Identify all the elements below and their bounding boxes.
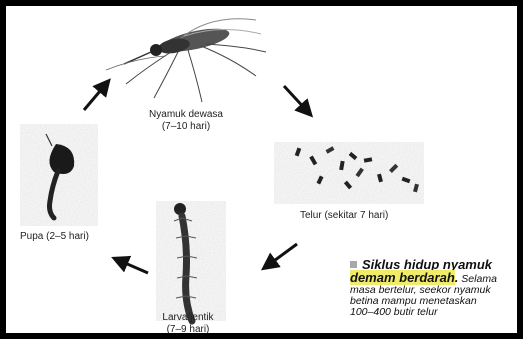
figure-caption: Siklus hidup nyamuk demam berdarah. Sela…	[350, 258, 517, 318]
egg-label: Telur (sekitar 7 hari)	[300, 210, 388, 222]
arrow-egg-to-larva	[267, 244, 297, 266]
caption-title-highlight: demam berdarah	[350, 270, 455, 285]
pupa-image	[20, 124, 98, 226]
larva-image	[156, 201, 226, 321]
adult-mosquito-image	[106, 19, 266, 102]
adult-duration: (7–10 hari)	[138, 121, 234, 133]
larva-label: Larva/jentik (7–9 hari)	[148, 312, 228, 333]
adult-name: Nyamuk dewasa	[138, 109, 234, 121]
arrow-larva-to-pupa	[118, 260, 148, 273]
larva-duration: (7–9 hari)	[148, 324, 228, 333]
figure-frame: Nyamuk dewasa (7–10 hari) Telur (sekitar…	[6, 6, 517, 333]
larva-name: Larva/jentik	[148, 312, 228, 324]
pupa-label: Pupa (2–5 hari)	[20, 231, 89, 243]
square-bullet-icon	[350, 261, 357, 268]
caption-line1: demam berdarah. Selama	[350, 271, 517, 285]
arrow-adult-to-egg	[284, 86, 308, 112]
arrow-pupa-to-adult	[84, 84, 106, 110]
adult-label: Nyamuk dewasa (7–10 hari)	[138, 109, 234, 133]
caption-body-line4: 100–400 butir telur	[350, 307, 517, 318]
eggs-image	[274, 142, 424, 204]
